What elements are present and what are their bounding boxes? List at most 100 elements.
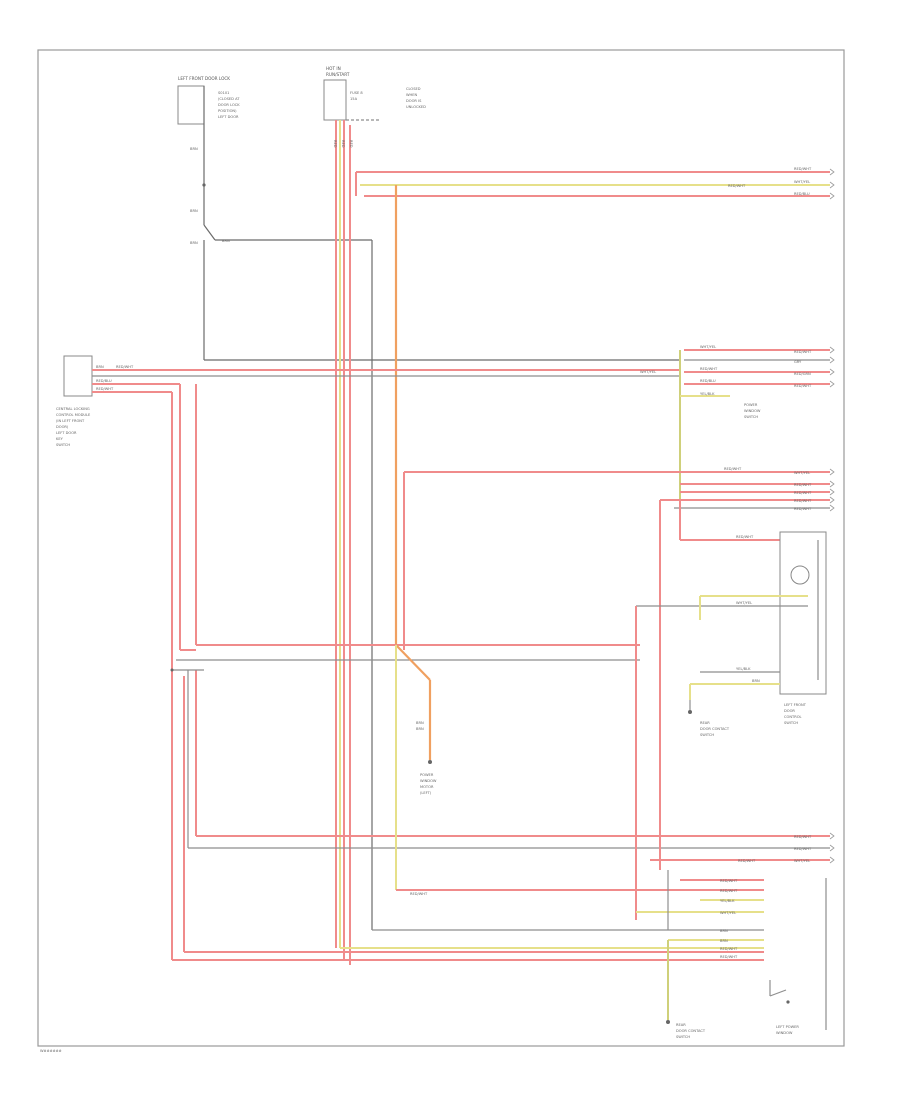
wire-group-left-switch: BRN BRN BRN BRN xyxy=(190,124,680,930)
lock-label-0: LEFT FRONT DOOR LOCK xyxy=(178,76,230,81)
connector-arrows xyxy=(829,168,835,864)
lfdcs-label-2: CONTROL xyxy=(784,715,802,719)
pwm-label-2: MOTOR xyxy=(420,785,434,789)
wire-group-mid-right: RED/WHT WHT/YEL RED/WHT RED/WHT RED/WHT … xyxy=(403,467,830,870)
svg-text:RED: RED xyxy=(349,140,353,148)
top-wire-lbl-1: WHT/YEL xyxy=(794,180,810,184)
svg-text:RED/WHT: RED/WHT xyxy=(794,350,812,354)
wire-group-top: RED/WHT WHT/YEL RED/BLU RED/WHT xyxy=(355,167,830,645)
rdcs-label-1: DOOR CONTACT xyxy=(676,1029,706,1033)
lock-label-4: POSITION) xyxy=(218,109,237,113)
svg-text:RED/BLU: RED/BLU xyxy=(96,379,112,383)
lfdcs-label-0: LEFT FRONT xyxy=(784,703,807,707)
clm-label-4: LEFT DOOR xyxy=(56,431,77,435)
fuse-note-3: UNLOCKED xyxy=(406,105,426,109)
svg-text:WHT/YEL: WHT/YEL xyxy=(736,601,752,605)
svg-text:RED/WHT: RED/WHT xyxy=(794,499,812,503)
power-window-switch: WHT/YEL RED/WHT RED/BLU YEL/BLK RED/WHT … xyxy=(679,345,830,500)
svg-text:RED/WHT: RED/WHT xyxy=(794,847,812,851)
svg-text:RED/WHT: RED/WHT xyxy=(720,955,738,959)
svg-text:YEL/BLK: YEL/BLK xyxy=(736,667,751,671)
svg-text:RED/WHT: RED/WHT xyxy=(720,947,738,951)
pws-label-1: WINDOW xyxy=(744,409,761,413)
door-contact-switch: REAR DOOR CONTACT SWITCH xyxy=(688,700,730,737)
wire-group-hot: RED RED RED xyxy=(333,120,353,965)
svg-text:WHT/YEL: WHT/YEL xyxy=(720,911,736,915)
svg-text:RED/BLU: RED/BLU xyxy=(700,379,716,383)
svg-text:BRN: BRN xyxy=(720,939,728,943)
rdcs-label-2: SWITCH xyxy=(676,1035,690,1039)
left-front-door-control-switch: WHT/YEL YEL/BLK BRN LEFT FRONT DOOR CONT… xyxy=(635,531,827,920)
svg-text:RED/WHT: RED/WHT xyxy=(728,184,746,188)
svg-text:YEL/BLK: YEL/BLK xyxy=(720,899,735,903)
svg-text:WHT/YEL: WHT/YEL xyxy=(794,471,810,475)
svg-text:RED/WHT: RED/WHT xyxy=(736,535,754,539)
figure-code: W###### xyxy=(40,1049,62,1053)
svg-text:RED/WHT: RED/WHT xyxy=(794,384,812,388)
pwm-label-1: WINDOW xyxy=(420,779,437,783)
svg-text:RED/WHT: RED/WHT xyxy=(794,491,812,495)
wire-group-bottom: RED/WHT RED/WHT WHT/YEL RED/WHT RED/WHT … xyxy=(184,645,830,1020)
svg-text:RED/WHT: RED/WHT xyxy=(794,483,812,487)
central-locking-module: BRN RED/WHT RED/BLU RED/WHT WHT/YEL CENT… xyxy=(56,355,680,447)
rdcs-label-0: REAR xyxy=(676,1023,686,1027)
lock-label-3: DOOR LOCK xyxy=(218,103,240,107)
hot-label-0: HOT IN xyxy=(326,66,341,71)
fuse-note-2: DOOR IS xyxy=(406,99,422,103)
svg-text:RED/WHT: RED/WHT xyxy=(720,879,738,883)
dcs-label-0: REAR xyxy=(700,721,710,725)
svg-text:RED/GRN: RED/GRN xyxy=(794,372,811,376)
svg-text:RED/WHT: RED/WHT xyxy=(738,859,756,863)
svg-text:BRN: BRN xyxy=(720,929,728,933)
clm-label-6: SWITCH xyxy=(56,443,70,447)
pwm-label-3: (LEFT) xyxy=(420,791,432,795)
pwm-label-0: POWER xyxy=(420,773,434,777)
diagram-frame xyxy=(37,49,845,1047)
clm-label-1: CONTROL MODULE xyxy=(56,413,91,417)
clm-label-5: KEY xyxy=(56,437,64,441)
clm-label-0: CENTRAL LOCKING xyxy=(56,407,90,411)
dcs-label-2: SWITCH xyxy=(700,733,714,737)
svg-text:RED/WHT: RED/WHT xyxy=(794,835,812,839)
svg-text:RED/WHT: RED/WHT xyxy=(720,889,738,893)
pws-label-2: SWITCH xyxy=(744,415,758,419)
hot-in-run-connector: HOT IN RUN/START FUSE 8 15A CLOSED WHEN … xyxy=(323,66,426,121)
svg-text:WHT/YEL: WHT/YEL xyxy=(794,859,810,863)
svg-text:YEL/BLK: YEL/BLK xyxy=(700,392,715,396)
hot-label-2: FUSE 8 xyxy=(350,91,363,95)
dcs-label-1: DOOR CONTACT xyxy=(700,727,730,731)
left-front-door-lock-switch: LEFT FRONT DOOR LOCK S0101 (CLOSED AT DO… xyxy=(177,76,240,125)
top-wire-lbl-2: RED/BLU xyxy=(794,192,810,196)
svg-text:RED: RED xyxy=(341,140,345,148)
lock-label-2: (CLOSED AT xyxy=(218,97,240,101)
svg-text:GRY: GRY xyxy=(794,360,802,364)
pws-label-0: POWER xyxy=(744,403,758,407)
clm-label-3: DOOR) xyxy=(56,425,69,429)
svg-text:RED/WHT: RED/WHT xyxy=(700,367,718,371)
power-window-motor: BRN BRN POWER WINDOW MOTOR (LEFT) xyxy=(395,644,437,795)
svg-text:WHT/YEL: WHT/YEL xyxy=(700,345,716,349)
svg-text:BRN: BRN xyxy=(190,209,198,213)
top-wire-lbl-0: RED/WHT xyxy=(794,167,812,171)
lfdcs-label-3: SWITCH xyxy=(784,721,798,725)
svg-text:RED/WHT: RED/WHT xyxy=(410,892,428,896)
clm-label-2: (IN LEFT FRONT xyxy=(56,419,85,423)
svg-text:BRN: BRN xyxy=(96,365,104,369)
svg-text:BRN: BRN xyxy=(752,679,760,683)
svg-text:RED/WHT: RED/WHT xyxy=(794,507,812,511)
svg-text:BRN: BRN xyxy=(190,241,198,245)
hot-label-3: 15A xyxy=(350,97,358,101)
lock-label-1: S0101 xyxy=(218,91,229,95)
lpw-label-1: WINDOW xyxy=(776,1031,793,1035)
rear-door-contact-switch: REAR DOOR CONTACT SWITCH xyxy=(666,1020,706,1039)
svg-text:BRN: BRN xyxy=(416,721,424,725)
svg-text:BRN: BRN xyxy=(416,727,424,731)
left-power-window: LEFT POWER WINDOW xyxy=(769,878,827,1035)
svg-text:RED/WHT: RED/WHT xyxy=(724,467,742,471)
svg-text:BRN: BRN xyxy=(222,239,230,243)
svg-text:RED/WHT: RED/WHT xyxy=(96,387,114,391)
lfdcs-label-1: DOOR xyxy=(784,709,795,713)
fuse-note-0: CLOSED xyxy=(406,87,421,91)
svg-text:WHT/YEL: WHT/YEL xyxy=(640,370,656,374)
